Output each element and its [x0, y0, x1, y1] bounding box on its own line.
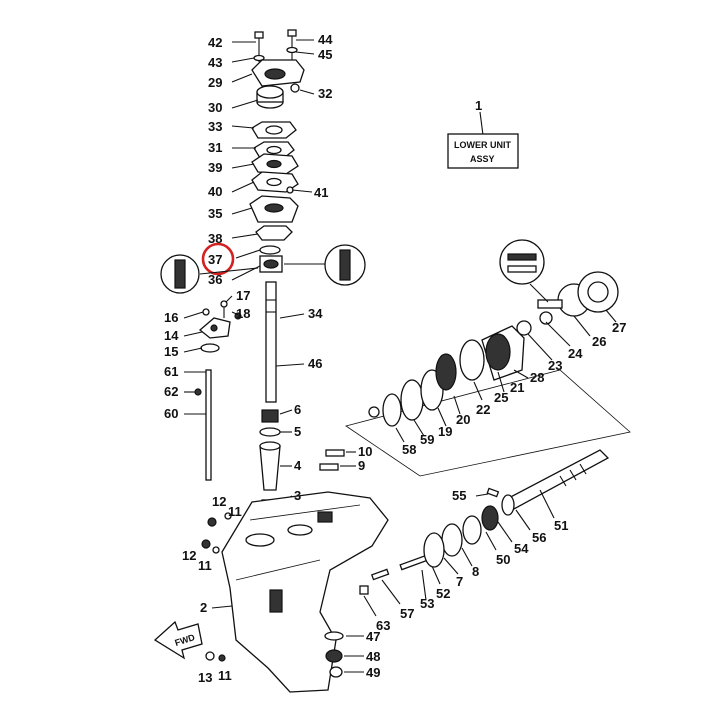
callout-label: 24: [568, 346, 583, 361]
callout-label: 45: [318, 47, 332, 62]
callout-label: 12: [212, 494, 226, 509]
callout-label: 27: [612, 320, 626, 335]
pump-leaders: [231, 39, 315, 505]
callout-label: 10: [358, 444, 372, 459]
callout-label: 61: [164, 364, 178, 379]
fwd-arrow: FWD: [153, 620, 203, 660]
callout-label: 57: [400, 606, 414, 621]
callout-label: 46: [308, 356, 322, 371]
callout-label: 62: [164, 384, 178, 399]
callout-label: 49: [366, 665, 380, 680]
lower-casing: [211, 491, 389, 693]
callout-label: 51: [554, 518, 568, 533]
callout-label: 55: [452, 488, 466, 503]
callout-label: 42: [208, 35, 222, 50]
detail-bubbles-36: [160, 244, 366, 294]
callout-label: 58: [402, 442, 416, 457]
callout-label: 6: [294, 402, 301, 417]
propeller-shaft-group: [423, 449, 610, 575]
callout-label: 40: [208, 184, 222, 199]
callout-label: 4: [294, 458, 302, 473]
callout-label: 7: [456, 574, 463, 589]
callout-label: 22: [476, 402, 490, 417]
callout-label: 8: [472, 564, 479, 579]
callout-label: 59: [420, 432, 434, 447]
title-box-line2: ASSY: [470, 154, 495, 164]
callout-label: 15: [164, 344, 178, 359]
callout-label: 23: [548, 358, 562, 373]
callout-label: 56: [532, 530, 546, 545]
callout-label: 53: [420, 596, 434, 611]
callout-label: 18: [236, 306, 250, 321]
callout-label: 31: [208, 140, 222, 155]
pins-9-10: [319, 449, 356, 471]
water-pump-stack: [249, 29, 305, 515]
callout-label: 60: [164, 406, 178, 421]
callout-label: 21: [510, 380, 524, 395]
left-small-parts: [183, 295, 242, 481]
callout-label: 35: [208, 206, 222, 221]
forward-gear-group: [345, 239, 631, 477]
callout-label: 36: [208, 272, 222, 287]
callout-label: 39: [208, 160, 222, 175]
callout-label: 26: [592, 334, 606, 349]
callout-label: 12: [182, 548, 196, 563]
callout-label: 17: [236, 288, 250, 303]
callout-label: 33: [208, 119, 222, 134]
callout-label: 28: [530, 370, 544, 385]
callout-label: 11: [228, 504, 242, 519]
title-box-line1: LOWER UNIT: [454, 140, 511, 150]
callout-label: 63: [376, 618, 390, 633]
callout-label: 5: [294, 424, 301, 439]
lower-unit-assy-box: 1 LOWER UNIT ASSY: [447, 98, 519, 169]
callout-labels: 42 43 29 30 33 31 39 40 35 38 37 36 44 4…: [164, 32, 626, 685]
callout-label: 3: [294, 488, 301, 503]
highlight-circle: [201, 242, 235, 276]
callout-label: 25: [494, 390, 508, 405]
callout-label: 50: [496, 552, 510, 567]
callout-label: 48: [366, 649, 380, 664]
callout-label: 43: [208, 55, 222, 70]
callout-label-highlighted: 37: [208, 252, 222, 267]
callout-label: 47: [366, 629, 380, 644]
callout-label: 19: [438, 424, 452, 439]
callout-label: 2: [200, 600, 207, 615]
casing-bolts: [201, 512, 232, 662]
callout-label: 41: [314, 185, 328, 200]
callout-label: 52: [436, 586, 450, 601]
callout-label: 30: [208, 100, 222, 115]
callout-label: 11: [198, 558, 212, 573]
callout-label: 20: [456, 412, 470, 427]
title-box-number: 1: [475, 98, 482, 113]
callout-label: 13: [198, 670, 212, 685]
callout-label: 9: [358, 458, 365, 473]
callout-label: 14: [164, 328, 179, 343]
callout-label: 38: [208, 231, 222, 246]
callout-label: 29: [208, 75, 222, 90]
callout-label: 16: [164, 310, 178, 325]
callout-label: 44: [318, 32, 333, 47]
callout-label: 11: [218, 668, 232, 683]
callout-label: 54: [514, 541, 529, 556]
lower-shift-parts: [324, 554, 441, 678]
callout-label: 34: [308, 306, 323, 321]
callout-label: 32: [318, 86, 332, 101]
